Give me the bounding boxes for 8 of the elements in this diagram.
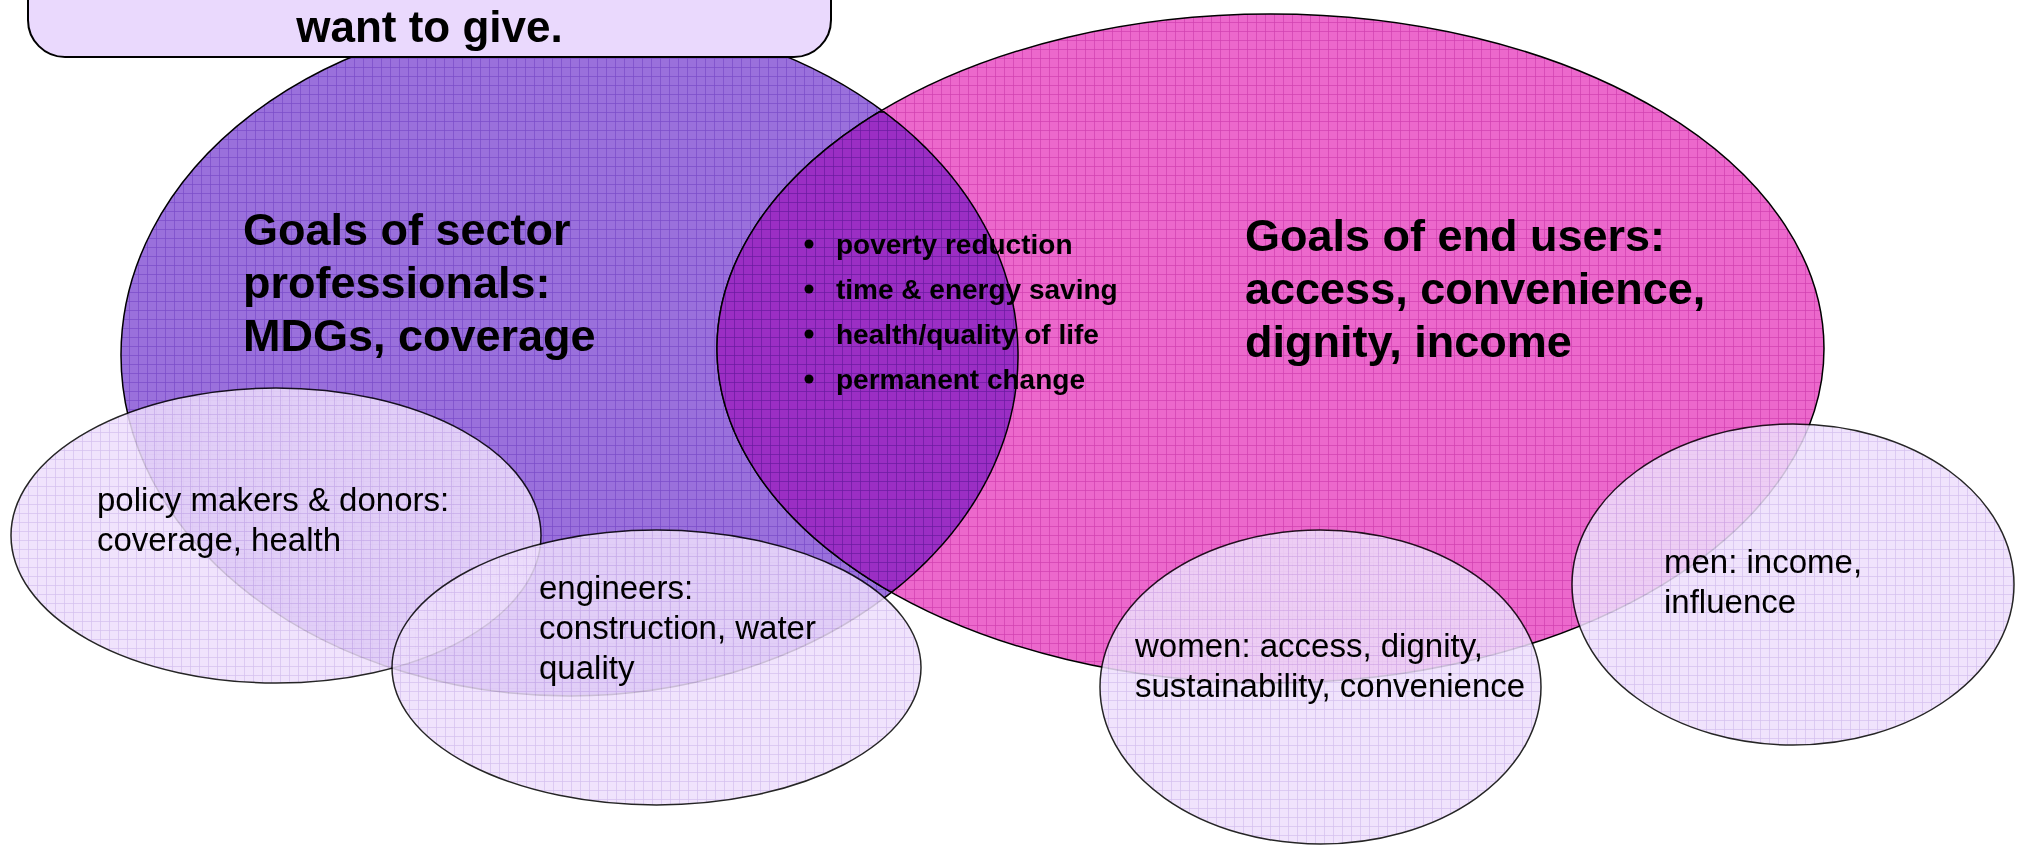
goal-heading: Goals of sector professionals: MDGs, coverage bbox=[243, 203, 597, 362]
bullet-text: health/quality of life bbox=[836, 319, 1099, 350]
group-label: women: access, dignity, sustainability, convenience bbox=[1135, 626, 1527, 706]
group-label: engineers: construction, water quality bbox=[539, 568, 817, 688]
heading-text: want to give. bbox=[295, 2, 564, 52]
group-label: men: income, influence bbox=[1664, 542, 1864, 622]
goal-heading: Goals of end users: access, convenience, dignity, income bbox=[1245, 209, 1707, 368]
group-label: policy makers & donors: coverage, health bbox=[97, 480, 451, 560]
